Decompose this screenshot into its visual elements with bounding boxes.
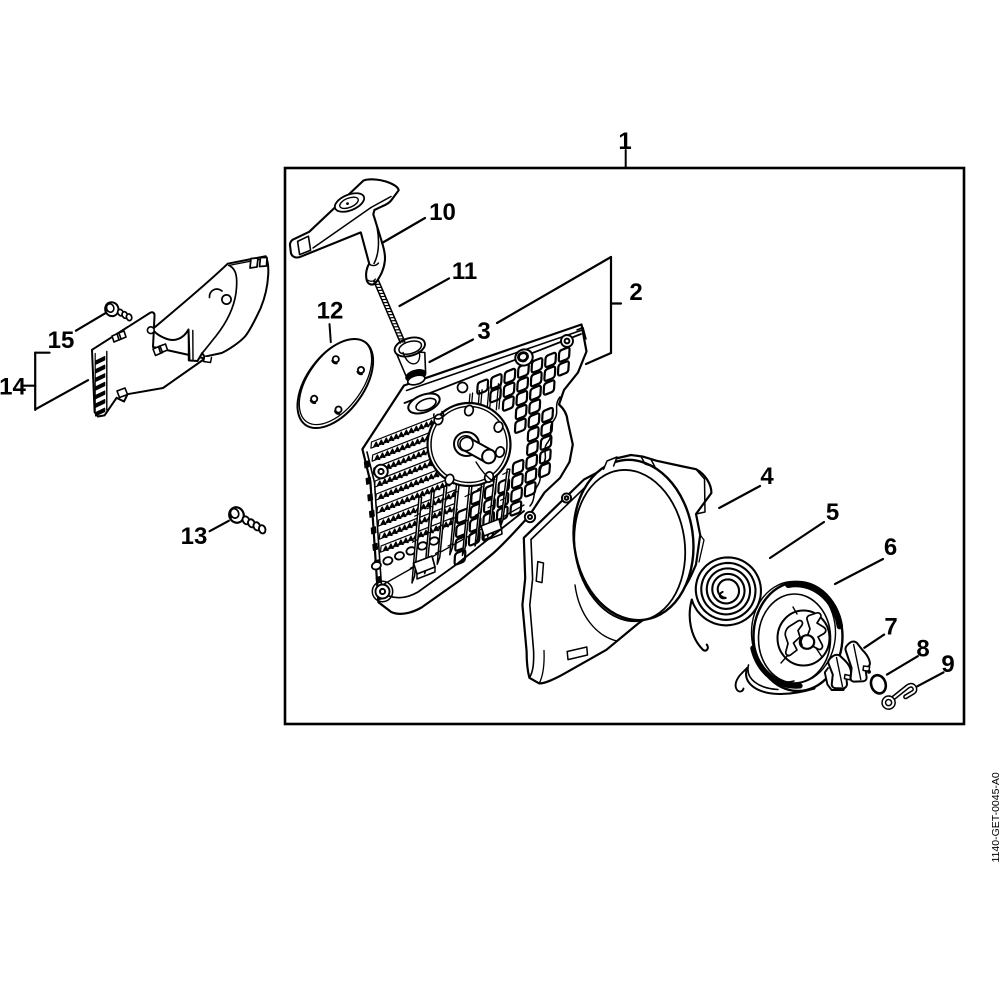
svg-text:15: 15: [48, 327, 75, 354]
svg-text:10: 10: [429, 199, 456, 226]
svg-text:14: 14: [0, 374, 26, 401]
svg-text:3: 3: [477, 318, 490, 345]
svg-text:4: 4: [760, 463, 774, 490]
svg-text:8: 8: [916, 636, 929, 663]
svg-text:7: 7: [884, 614, 897, 641]
svg-text:11: 11: [452, 258, 477, 285]
svg-text:6: 6: [884, 534, 897, 561]
svg-text:9: 9: [941, 651, 954, 678]
svg-text:5: 5: [826, 499, 839, 526]
svg-text:2: 2: [629, 279, 642, 306]
svg-text:12: 12: [317, 298, 344, 325]
svg-text:1: 1: [618, 128, 631, 155]
svg-text:1140-GET-0045-A0: 1140-GET-0045-A0: [990, 772, 1000, 862]
svg-text:13: 13: [181, 523, 208, 550]
